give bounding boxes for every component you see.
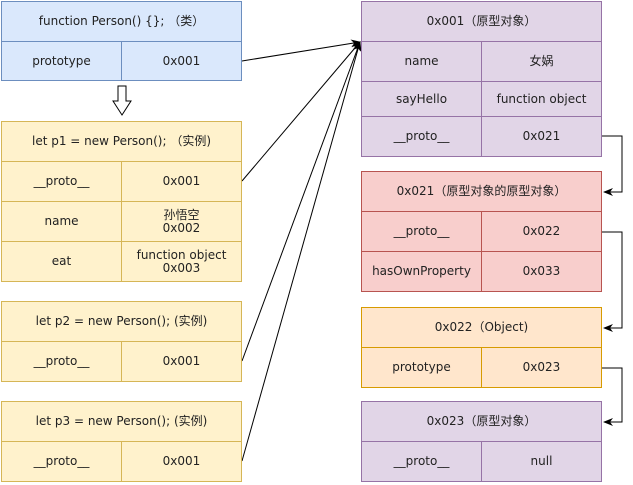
p1-key-name: name	[1, 201, 122, 242]
p1-key-proto: __proto__	[1, 161, 122, 202]
proto1-value-proto: 0x021	[481, 116, 602, 157]
p1-value-eat-text: function object	[136, 247, 227, 262]
p1-value-eat: function object 0x003	[121, 241, 242, 282]
proto3-title: 0x023（原型对象）	[361, 401, 602, 442]
p2-key-proto: __proto__	[1, 341, 122, 382]
p1-value-name-address: 0x002	[162, 220, 201, 235]
proto1-title: 0x001（原型对象）	[361, 1, 602, 42]
p1-value-name-text: 孙悟空	[163, 207, 200, 222]
p2-title: let p2 = new Person(); (实例)	[1, 301, 242, 342]
arrow-p1-to-proto	[241, 41, 361, 182]
p1-value-eat-address: 0x003	[162, 260, 201, 275]
proto2-value-hasownproperty: 0x033	[481, 251, 602, 292]
object-key-prototype: prototype	[361, 347, 482, 388]
proto2-key-hasownproperty: hasOwnProperty	[361, 251, 482, 292]
proto3-value-proto: null	[481, 441, 602, 482]
person-title: function Person() {}; （类）	[1, 1, 242, 42]
proto1-key-sayhello: sayHello	[361, 81, 482, 117]
proto2-title: 0x021（原型对象的原型对象）	[361, 171, 602, 212]
arrow-proto1-to-proto2	[602, 135, 623, 196]
object-value-prototype: 0x023	[481, 347, 602, 388]
proto3-key-proto: __proto__	[361, 441, 482, 482]
arrow-proto2-to-object	[602, 231, 623, 332]
proto2-key-proto: __proto__	[361, 211, 482, 252]
arrow-p2-to-proto	[241, 41, 361, 362]
person-value-prototype: 0x001	[121, 41, 242, 81]
proto1-value-sayhello: function object	[481, 81, 602, 117]
p3-value-proto: 0x001	[121, 441, 242, 482]
p3-title: let p3 = new Person(); (实例)	[1, 401, 242, 442]
person-key-prototype: prototype	[1, 41, 122, 81]
arrow-person-to-proto	[241, 39, 361, 62]
proto1-value-name: 女娲	[481, 41, 602, 82]
proto1-key-name: name	[361, 41, 482, 82]
arrow-object-to-proto3	[602, 367, 623, 426]
proto2-value-proto: 0x022	[481, 211, 602, 252]
p1-value-proto: 0x001	[121, 161, 242, 202]
hollow-down-arrow	[112, 85, 132, 116]
p2-value-proto: 0x001	[121, 341, 242, 382]
p1-value-name: 孙悟空 0x002	[121, 201, 242, 242]
p3-key-proto: __proto__	[1, 441, 122, 482]
object-title: 0x022（Object)	[361, 307, 602, 348]
arrow-p3-to-proto	[241, 41, 362, 462]
proto1-key-proto: __proto__	[361, 116, 482, 157]
p1-key-eat: eat	[1, 241, 122, 282]
p1-title: let p1 = new Person(); （实例)	[1, 121, 242, 162]
